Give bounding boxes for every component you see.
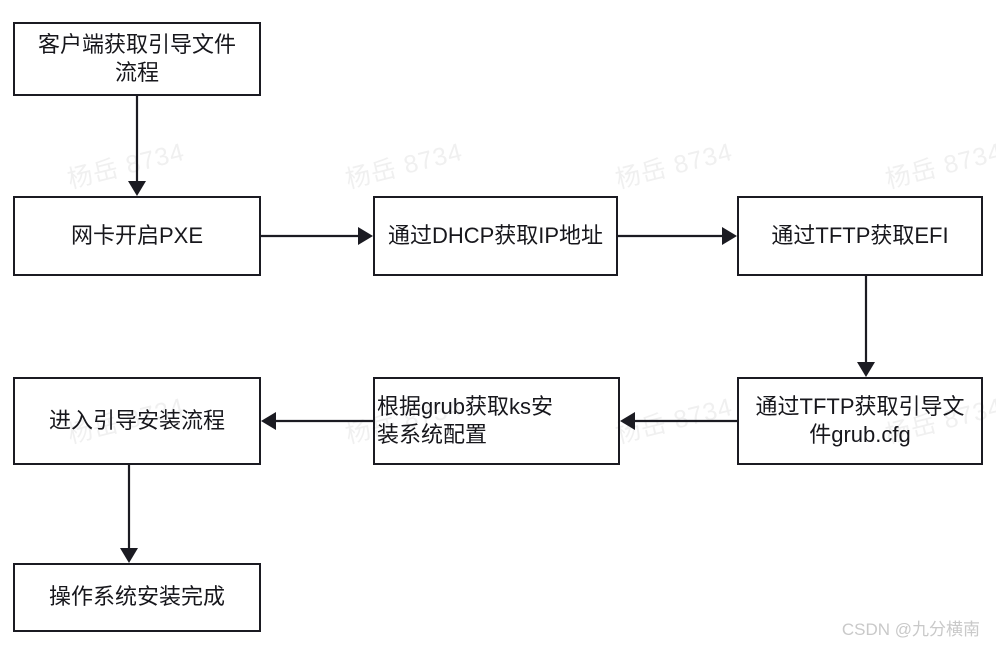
edge-arrowhead-icon — [857, 362, 875, 377]
edge-arrowhead-icon — [128, 181, 146, 196]
flow-node-install[interactable]: 进入引导安装流程 — [13, 377, 261, 465]
watermark-text: 杨岳 8734 — [612, 392, 736, 450]
flow-edge-tftp-grub-to-grub-ks — [620, 412, 737, 430]
flow-node-dhcp[interactable]: 通过DHCP获取IP地址 — [373, 196, 618, 276]
watermark-text: 杨岳 8734 — [612, 137, 736, 195]
flow-node-label: 操作系统安装完成 — [48, 584, 225, 610]
flow-edge-install-to-done — [120, 465, 138, 563]
flow-edge-tftp-efi-to-grub — [857, 276, 875, 377]
credit-watermark: CSDN @九分横南 — [841, 620, 980, 639]
edge-arrowhead-icon — [358, 227, 373, 245]
flow-node-label: 客户端获取引导文件 流程 — [37, 31, 236, 85]
flow-node-label: 通过TFTP获取引导文 件grub.cfg — [755, 393, 965, 447]
watermark-text: 杨岳 8734 — [64, 137, 188, 195]
flow-node-label: 网卡开启PXE — [70, 222, 204, 248]
flow-node-done[interactable]: 操作系统安装完成 — [13, 563, 261, 632]
flow-node-tftp-efi[interactable]: 通过TFTP获取EFI — [737, 196, 983, 276]
flow-node-start[interactable]: 客户端获取引导文件 流程 — [13, 22, 261, 96]
watermark-text: 杨岳 8734 — [342, 137, 466, 195]
flow-node-label: 进入引导安装流程 — [48, 407, 225, 433]
watermark-text: 杨岳 8734 — [882, 137, 996, 195]
edge-arrowhead-icon — [620, 412, 635, 430]
flow-node-label: 通过DHCP获取IP地址 — [387, 222, 604, 248]
flow-node-tftp-grub[interactable]: 通过TFTP获取引导文 件grub.cfg — [737, 377, 983, 465]
edge-arrowhead-icon — [120, 548, 138, 563]
flow-edge-start-to-pxe — [128, 96, 146, 196]
edge-arrowhead-icon — [261, 412, 276, 430]
flow-node-pxe[interactable]: 网卡开启PXE — [13, 196, 261, 276]
flow-node-label: 通过TFTP获取EFI — [771, 222, 949, 248]
flow-edge-dhcp-to-tftp-efi — [618, 227, 737, 245]
flow-node-grub-ks[interactable]: 根据grub获取ks安 装系统配置 — [373, 377, 620, 465]
flow-edge-pxe-to-dhcp — [261, 227, 373, 245]
flow-node-label: 根据grub获取ks安 装系统配置 — [377, 393, 554, 447]
flow-edge-grub-ks-to-install — [261, 412, 373, 430]
edge-arrowhead-icon — [722, 227, 737, 245]
